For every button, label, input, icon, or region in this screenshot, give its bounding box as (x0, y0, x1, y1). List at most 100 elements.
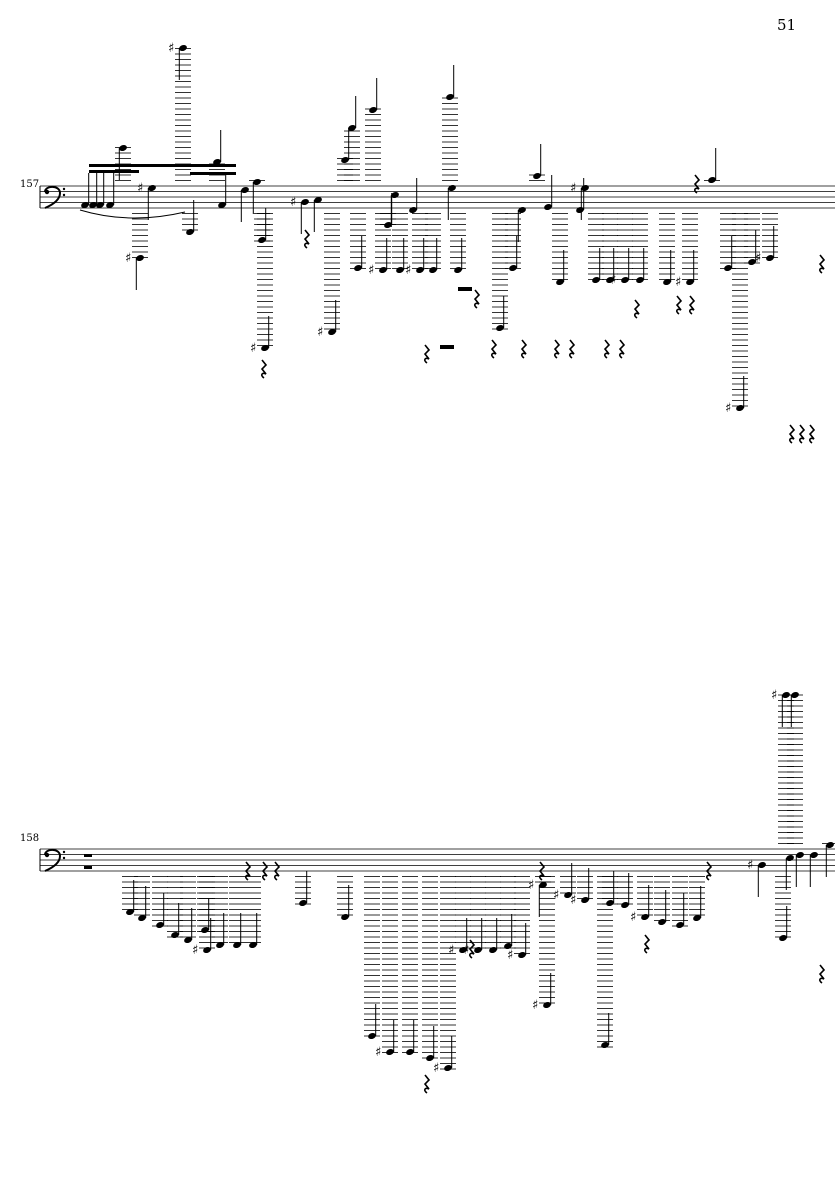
page-number: 51 (777, 16, 797, 34)
sharp-icon: ♯ (168, 41, 174, 56)
notehead (138, 914, 146, 922)
notehead (314, 196, 322, 204)
notehead (184, 936, 192, 944)
half-rest-icon (458, 287, 472, 291)
quarter-rest-icon (603, 339, 611, 359)
quarter-rest-icon (618, 339, 626, 359)
quarter-rest-icon (538, 861, 546, 881)
notehead (148, 184, 156, 192)
notehead (826, 841, 834, 849)
tie (79, 209, 186, 219)
quarter-rest-icon (423, 344, 431, 364)
notehead (233, 941, 241, 949)
quarter-rest-icon (303, 229, 311, 249)
notehead (663, 278, 671, 286)
notehead (261, 344, 269, 352)
notehead (686, 278, 694, 286)
notehead (258, 236, 266, 244)
quarter-rest-icon (705, 861, 713, 881)
quarter-rest-icon (788, 424, 796, 444)
notehead (621, 276, 629, 284)
notehead (253, 178, 261, 186)
notehead (736, 404, 744, 412)
notehead (758, 861, 766, 869)
notehead (446, 93, 454, 101)
beam (89, 170, 139, 173)
notehead (89, 201, 97, 209)
whole-rest-icon (84, 854, 92, 857)
notehead (576, 206, 584, 214)
quarter-rest-icon (633, 299, 641, 319)
notehead (518, 951, 526, 959)
sharp-icon: ♯ (553, 888, 559, 903)
sharp-icon: ♯ (725, 401, 731, 416)
beam (89, 164, 139, 167)
notehead (581, 896, 589, 904)
notehead (543, 1001, 551, 1009)
notehead (564, 891, 572, 899)
sharp-icon: ♯ (755, 251, 761, 266)
notehead (136, 254, 144, 262)
notehead (171, 931, 179, 939)
notehead (444, 1064, 452, 1072)
quarter-rest-icon (244, 861, 252, 881)
notehead (416, 266, 424, 274)
notehead (368, 1032, 376, 1040)
sharp-icon: ♯ (570, 181, 576, 196)
sharp-icon: ♯ (532, 998, 538, 1013)
sharp-icon: ♯ (630, 910, 636, 925)
sharp-icon: ♯ (570, 893, 576, 908)
quarter-rest-icon (468, 939, 476, 959)
notehead (384, 221, 392, 229)
notehead (179, 44, 187, 52)
quarter-rest-icon (688, 295, 696, 315)
notehead (156, 921, 164, 929)
notehead (409, 206, 417, 214)
quarter-rest-icon (520, 339, 528, 359)
notehead (106, 201, 114, 209)
whole-rest-icon (84, 866, 92, 869)
sharp-icon: ♯ (405, 263, 411, 278)
notehead (504, 942, 512, 950)
notehead (241, 186, 249, 194)
notehead (459, 946, 467, 954)
sharp-icon: ♯ (771, 688, 777, 703)
quarter-rest-icon (423, 1074, 431, 1094)
measure-number-157: 157 (20, 179, 40, 190)
notehead (426, 1054, 434, 1062)
beam (139, 164, 236, 167)
notehead (676, 921, 684, 929)
quarter-rest-icon (553, 339, 561, 359)
sharp-icon: ♯ (747, 858, 753, 873)
notehead (348, 124, 356, 132)
bass-clef-dot (62, 187, 66, 191)
notehead (429, 266, 437, 274)
notehead (474, 946, 482, 954)
notehead (249, 941, 257, 949)
bass-clef-dot (62, 856, 66, 860)
notehead (396, 266, 404, 274)
sharp-icon: ♯ (610, 273, 616, 288)
notehead (796, 851, 804, 859)
notehead (126, 908, 134, 916)
sharp-icon: ♯ (528, 878, 534, 893)
notehead (779, 934, 787, 942)
notehead (496, 324, 504, 332)
notehead (119, 144, 127, 152)
notehead (748, 258, 756, 266)
bass-clef-icon (44, 189, 50, 195)
quarter-rest-icon (808, 424, 816, 444)
notehead (621, 901, 629, 909)
notehead (454, 266, 462, 274)
notehead (216, 941, 224, 949)
quarter-rest-icon (473, 289, 481, 309)
notehead (369, 106, 377, 114)
notehead (489, 946, 497, 954)
sharp-icon: ♯ (250, 341, 256, 356)
quarter-rest-icon (490, 339, 498, 359)
quarter-rest-icon (568, 339, 576, 359)
notehead (539, 881, 547, 889)
sharp-icon: ♯ (125, 251, 131, 266)
notehead (299, 899, 307, 907)
